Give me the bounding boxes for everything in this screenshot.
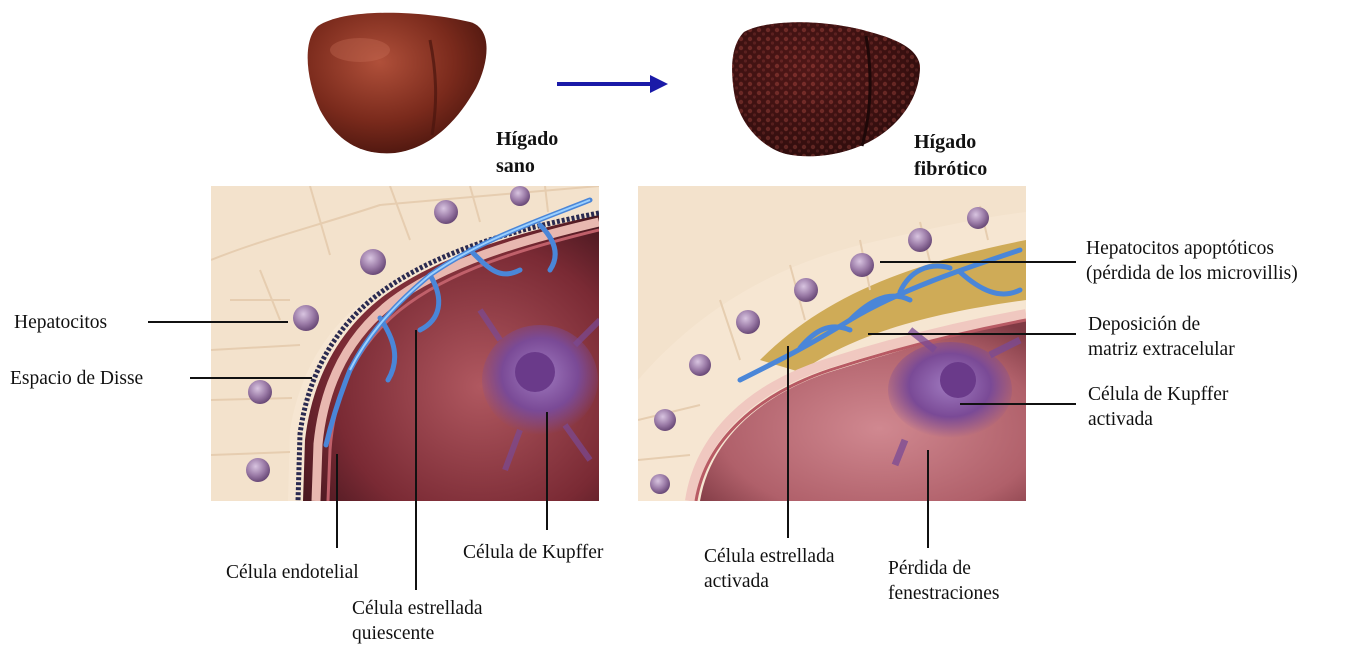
fibrotic-liver-image	[732, 22, 920, 156]
label-fenestration-line2: fenestraciones	[888, 581, 1000, 606]
label-hepatocytes: Hepatocitos	[14, 310, 107, 335]
transition-arrow	[557, 75, 668, 93]
label-fenestration-loss: Pérdida de fenestraciones	[888, 556, 1000, 606]
label-activated-stellate-line2: activada	[704, 569, 834, 594]
label-apoptotic-line1: Hepatocitos apoptóticos	[1086, 236, 1298, 261]
label-activated-stellate: Célula estrellada activada	[704, 544, 834, 594]
label-endothelial-cell: Célula endotelial	[226, 560, 359, 585]
fibrotic-histology-panel	[638, 186, 1026, 501]
label-apoptotic-line2: (pérdida de los microvillis)	[1086, 261, 1298, 286]
label-disse-space: Espacio de Disse	[10, 366, 143, 391]
label-activated-stellate-line1: Célula estrellada	[704, 544, 834, 569]
fibrotic-liver-title-line2: fibrótico	[914, 156, 987, 183]
fibrotic-liver-title: Hígado fibrótico	[914, 129, 987, 183]
label-apoptotic-hepatocytes: Hepatocitos apoptóticos (pérdida de los …	[1086, 236, 1298, 286]
fibrotic-liver-title-line1: Hígado	[914, 129, 987, 156]
healthy-liver-title-line2: sano	[496, 153, 558, 180]
label-quiescent-stellate-line2: quiescente	[352, 621, 482, 646]
healthy-liver-image	[308, 13, 487, 154]
label-activated-kupffer-line2: activada	[1088, 407, 1228, 432]
label-quiescent-stellate-line1: Célula estrellada	[352, 596, 482, 621]
label-ecm-line1: Deposición de	[1088, 312, 1235, 337]
label-fenestration-line1: Pérdida de	[888, 556, 1000, 581]
label-kupffer-cell: Célula de Kupffer	[463, 540, 603, 565]
label-activated-kupffer: Célula de Kupffer activada	[1088, 382, 1228, 432]
label-quiescent-stellate: Célula estrellada quiescente	[352, 596, 482, 646]
label-ecm-line2: matriz extracelular	[1088, 337, 1235, 362]
healthy-histology-panel	[211, 186, 600, 501]
healthy-liver-title: Hígado sano	[496, 126, 558, 180]
label-activated-kupffer-line1: Célula de Kupffer	[1088, 382, 1228, 407]
label-ecm-deposition: Deposición de matriz extracelular	[1088, 312, 1235, 362]
healthy-liver-title-line1: Hígado	[496, 126, 558, 153]
